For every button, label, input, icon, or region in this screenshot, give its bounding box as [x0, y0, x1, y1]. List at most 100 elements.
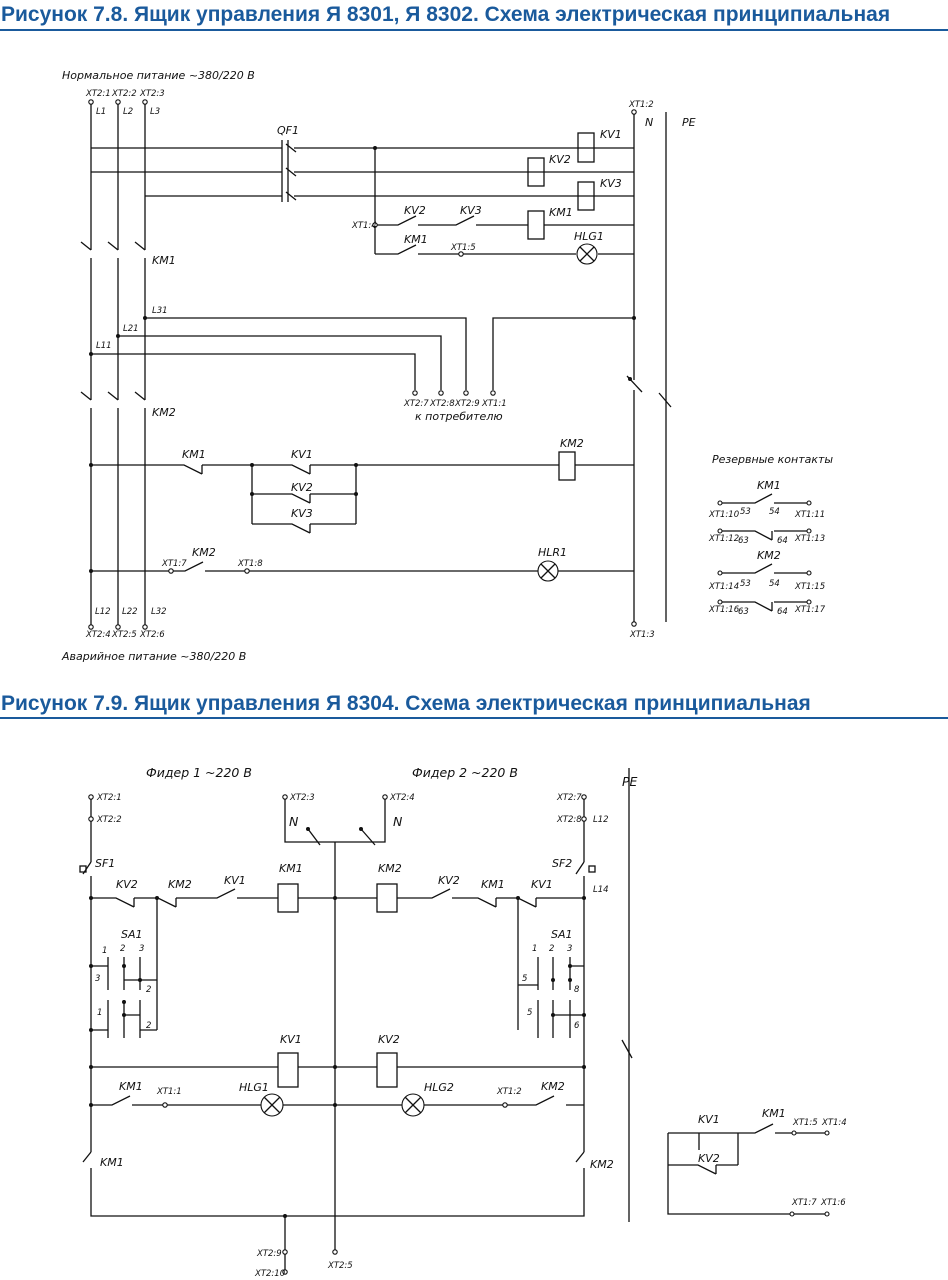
xt210-label: ХТ2:10: [254, 1269, 285, 1279]
hlg1-label: HLG1: [574, 230, 604, 243]
xt22-label: ХТ2:2: [96, 815, 122, 825]
pin: 2: [120, 944, 125, 954]
n-label: N: [393, 814, 403, 829]
pin: 53: [740, 579, 751, 589]
term: ХТ1:15: [794, 582, 825, 592]
km2-label: KM2: [168, 878, 192, 891]
xt28-label: ХТ2:8: [556, 815, 582, 825]
terminal-label: ХТ2:1: [85, 89, 111, 99]
pin: 63: [738, 607, 749, 617]
figure-7-8-title: Рисунок 7.8. Ящик управления Я 8301, Я 8…: [1, 3, 891, 26]
xt29-label: ХТ2:9: [256, 1249, 282, 1259]
km2-label: KM2: [541, 1080, 565, 1093]
feeder1-label: Фидер 1 ~220 В: [146, 765, 252, 780]
xt17-label: ХТ1:7: [791, 1198, 817, 1208]
km1-label: KM1: [757, 479, 781, 492]
km2-label: KM2: [192, 546, 216, 559]
kv3-label: KV3: [460, 204, 482, 217]
km1-label: KM1: [152, 254, 176, 267]
l31-label: L31: [152, 306, 168, 316]
term: ХТ1:14: [708, 582, 739, 592]
km2-label: KM2: [757, 549, 781, 562]
xt27-label: ХТ2:7: [556, 793, 582, 803]
xt15-label: ХТ1:5: [450, 243, 476, 253]
km1-label: KM1: [182, 448, 206, 461]
hlg1-label: HLG1: [239, 1081, 269, 1094]
pin: 5: [522, 974, 527, 984]
pin: 3: [567, 944, 572, 954]
pin: 63: [738, 536, 749, 546]
km1-label: KM1: [404, 233, 428, 246]
kv1-label: KV1: [531, 878, 553, 891]
xt24-label: ХТ2:4: [389, 793, 415, 803]
km1-label: KM1: [762, 1107, 786, 1120]
xt12-label: ХТ1:2: [496, 1087, 522, 1097]
xt16-label: ХТ1:6: [820, 1198, 846, 1208]
term: ХТ1:12: [708, 534, 739, 544]
terminal-label: ХТ2:5: [111, 630, 137, 640]
xt12-label: ХТ1:2: [628, 100, 654, 110]
emergency-supply-label: Аварийное питание ~380/220 В: [61, 650, 246, 663]
l14-label: L14: [593, 885, 609, 895]
out-terminal: ХТ1:1: [481, 399, 507, 409]
pin: 6: [574, 1021, 580, 1031]
xt14-label: ХТ1:4: [821, 1118, 847, 1128]
sa1-label: SA1: [551, 928, 573, 941]
pin: 3: [139, 944, 144, 954]
phase-label: L2: [123, 107, 133, 117]
out-terminal: ХТ2:9: [454, 399, 480, 409]
term: ХТ1:16: [708, 605, 740, 615]
n-label: N: [289, 814, 299, 829]
kv1-label: KV1: [698, 1113, 720, 1126]
km1-label: KM1: [481, 878, 505, 891]
xt14-label: ХТ1:4: [351, 221, 377, 231]
out-terminal: ХТ2:8: [429, 399, 455, 409]
pin: 5: [527, 1008, 532, 1018]
kv2-label: KV2: [404, 204, 426, 217]
to-consumer-label: к потребителю: [415, 410, 503, 423]
phase-label: L32: [151, 607, 167, 617]
figure-7-9-title: Рисунок 7.9. Ящик управления Я 8304. Схе…: [1, 692, 811, 715]
hlg2-label: HLG2: [424, 1081, 454, 1094]
km2-coil-label: KM2: [378, 862, 402, 875]
kv1-label: KV1: [224, 874, 246, 887]
pin: 2: [549, 944, 554, 954]
phase-label: L3: [150, 107, 160, 117]
xt15-label: ХТ1:5: [792, 1118, 818, 1128]
xt18-label: ХТ1:8: [237, 559, 263, 569]
l11-label: L11: [96, 341, 112, 351]
kv2-label: KV2: [438, 874, 460, 887]
l21-label: L21: [123, 324, 139, 334]
pin: 54: [769, 579, 780, 589]
qf1-label: QF1: [277, 124, 299, 137]
xt17-label: ХТ1:7: [161, 559, 187, 569]
km1-label: KM1: [100, 1156, 124, 1169]
normal-supply-label: Нормальное питание ~380/220 В: [62, 69, 255, 82]
km1-label: KM1: [549, 206, 573, 219]
title-underline: [0, 29, 948, 31]
diagram-7-8: Нормальное питание ~380/220 В ХТ2:1 ХТ2:…: [61, 69, 833, 663]
kv1-label: KV1: [600, 128, 622, 141]
pe-label: PE: [622, 774, 638, 789]
pe-label: PE: [682, 116, 696, 129]
pin: 64: [777, 536, 788, 546]
pin: 8: [574, 985, 580, 995]
xt11-label: ХТ1:1: [156, 1087, 182, 1097]
terminal-label: ХТ2:4: [85, 630, 111, 640]
km2-label: KM2: [152, 406, 176, 419]
n-label: N: [645, 116, 653, 129]
kv2-label: KV2: [549, 153, 571, 166]
km2-label: KM2: [590, 1158, 614, 1171]
kv3-label: KV3: [291, 507, 313, 520]
term: ХТ1:13: [794, 534, 825, 544]
kv2-label: KV2: [116, 878, 138, 891]
pin: 54: [769, 507, 780, 517]
kv2-coil-label: KV2: [378, 1033, 400, 1046]
terminal-label: ХТ2:6: [139, 630, 165, 640]
pin: 1: [97, 1008, 102, 1018]
kv2-label: KV2: [698, 1152, 720, 1165]
xt25-label: ХТ2:5: [327, 1261, 353, 1271]
term: ХТ1:11: [794, 510, 825, 520]
kv3-label: KV3: [600, 177, 622, 190]
pin: 3: [95, 974, 100, 984]
